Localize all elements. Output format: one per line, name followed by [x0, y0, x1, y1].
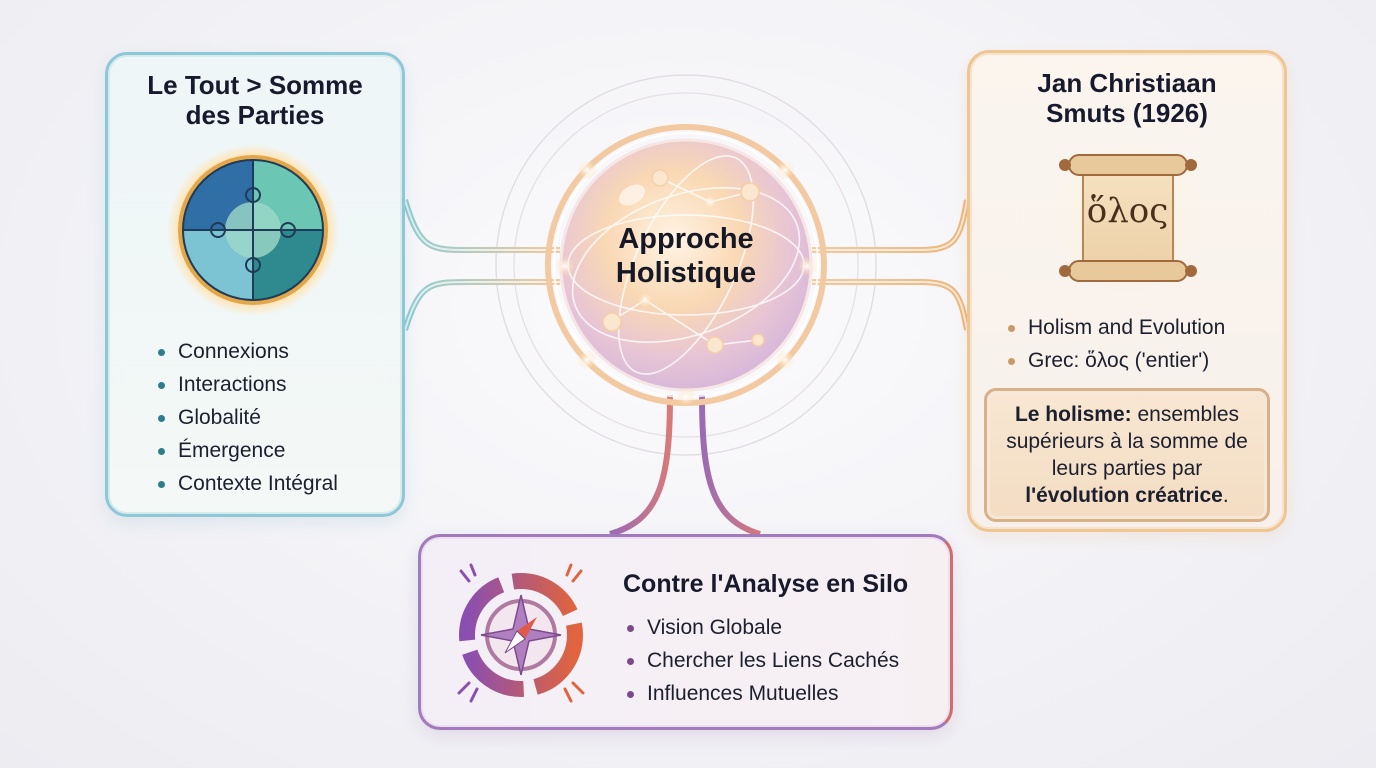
title-line2: des Parties	[185, 100, 325, 130]
note-bold-start: Le holisme:	[1014, 403, 1132, 426]
list-item: Émergence	[154, 434, 338, 467]
whole-greater-card: Le Tout > Somme des Parties Connexions	[105, 52, 405, 517]
bottom-bullet-list: Vision Globale Chercher les Liens Cachés…	[623, 611, 899, 710]
right-bullet-list: Holism and Evolution Grec: ὅλος ('entier…	[1004, 311, 1225, 377]
list-item: Interactions	[154, 368, 338, 401]
list-item: Grec: ὅλος ('entier')	[1004, 344, 1225, 377]
list-item: Contexte Intégral	[154, 467, 338, 500]
list-item: Chercher les Liens Cachés	[623, 644, 899, 677]
list-item: Connexions	[154, 335, 338, 368]
list-item: Holism and Evolution	[1004, 311, 1225, 344]
card-title: Le Tout > Somme des Parties	[108, 70, 402, 130]
smuts-card: Jan Christiaan Smuts (1926) ὅλος Holism …	[967, 50, 1287, 532]
center-title: Approche Holistique	[570, 222, 802, 290]
left-bullet-list: Connexions Interactions Globalité Émerge…	[154, 335, 338, 500]
center-title-line1: Approche	[618, 223, 754, 255]
holism-definition-note: Le holisme: ensembles supérieurs à la so…	[984, 388, 1270, 522]
list-item: Globalité	[154, 401, 338, 434]
center-title-line2: Holistique	[615, 257, 757, 289]
title-line1: Jan Christiaan	[1037, 68, 1217, 98]
note-end: .	[1222, 484, 1229, 507]
puzzle-globe-icon	[166, 143, 341, 323]
card-title: Jan Christiaan Smuts (1926)	[970, 68, 1284, 128]
silo-analysis-card: Contre l'Analyse en Silo Vision Globale …	[418, 534, 953, 730]
note-bold-end: l'évolution créatrice	[1025, 484, 1223, 507]
title-line1: Le Tout > Somme	[147, 70, 363, 100]
note-text: ensembles supérieurs à la somme de leurs…	[1006, 403, 1248, 480]
scroll-icon: ὅλος	[1045, 143, 1210, 298]
title-line2: Smuts (1926)	[1046, 98, 1208, 128]
card-title: Contre l'Analyse en Silo	[623, 570, 909, 598]
list-item: Vision Globale	[623, 611, 899, 644]
list-item: Influences Mutuelles	[623, 677, 899, 710]
scroll-greek-text: ὅλος	[1086, 191, 1169, 231]
compass-cycle-icon	[449, 559, 594, 712]
